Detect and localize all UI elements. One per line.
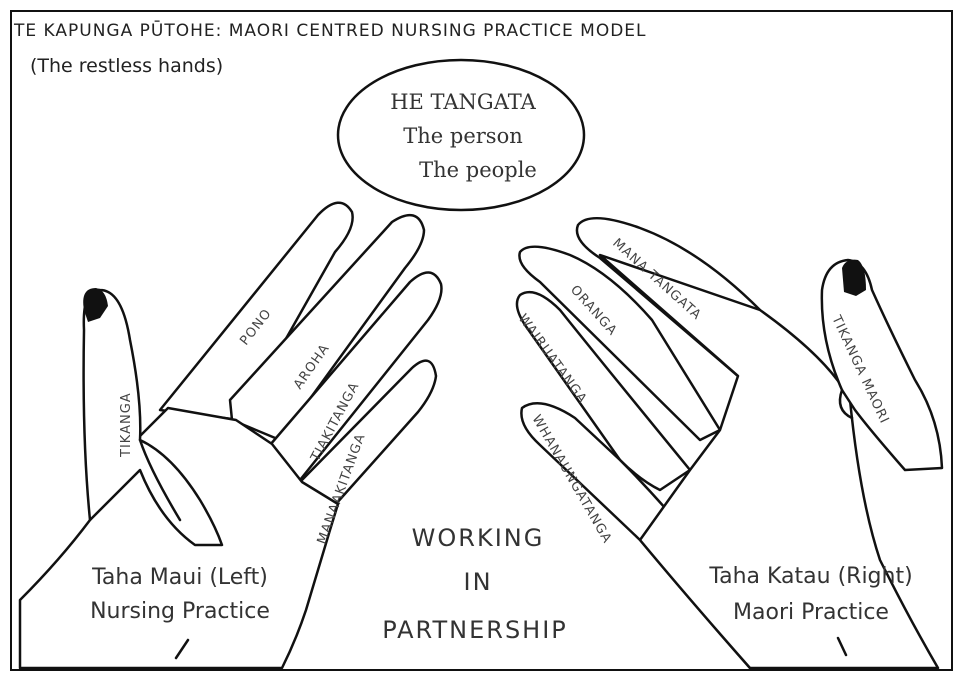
left-thumb-nail — [83, 288, 108, 322]
left-ring-finger — [268, 271, 443, 482]
left-wrist-line — [174, 638, 190, 660]
he-tangata-oval: HE TANGATA The person The people — [336, 58, 586, 212]
working-in-partnership: WORKING IN PARTNERSHIP — [382, 524, 568, 644]
center-text-line-2: IN — [463, 568, 492, 596]
left-index-finger — [158, 201, 354, 422]
right-thumb-crease — [838, 388, 854, 420]
right-hand-label-line-1: Taha Katau (Right) — [708, 564, 912, 589]
oval-line-2: The person — [403, 124, 523, 148]
left-middle-finger — [228, 213, 426, 442]
left-hand-label-line-1: Taha Maui (Left) — [91, 565, 268, 590]
center-text-line-3: PARTNERSHIP — [382, 616, 568, 644]
diagram-title: TE KAPUNGA PŪTOHE: MAORI CENTRED NURSING… — [13, 19, 647, 41]
right-index-finger — [515, 290, 692, 492]
right-hand-label-line-2: Maori Practice — [733, 600, 889, 625]
center-text-line-1: WORKING — [412, 524, 545, 552]
left-hand-label-line-2: Nursing Practice — [90, 599, 270, 624]
left-hand: TIKANGA PONO AROHA TIAKITANGA MANAAKITAN… — [18, 201, 443, 670]
right-hand: MANA TANGATA ORANGA WAIRUATANGA WHANAUNG… — [515, 216, 944, 670]
left-thumb-crease — [138, 438, 182, 522]
right-middle-finger — [518, 245, 722, 442]
oval-line-1: HE TANGATA — [390, 90, 536, 114]
left-thumb — [82, 288, 224, 547]
left-thumb-label: TIKANGA — [119, 392, 134, 458]
diagram-subtitle: (The restless hands) — [30, 55, 223, 77]
right-palm — [598, 253, 940, 670]
left-little-finger — [298, 359, 438, 507]
right-wrist-line — [836, 636, 848, 657]
oval-line-3: The people — [419, 158, 537, 182]
right-thumb-nail — [842, 259, 866, 296]
